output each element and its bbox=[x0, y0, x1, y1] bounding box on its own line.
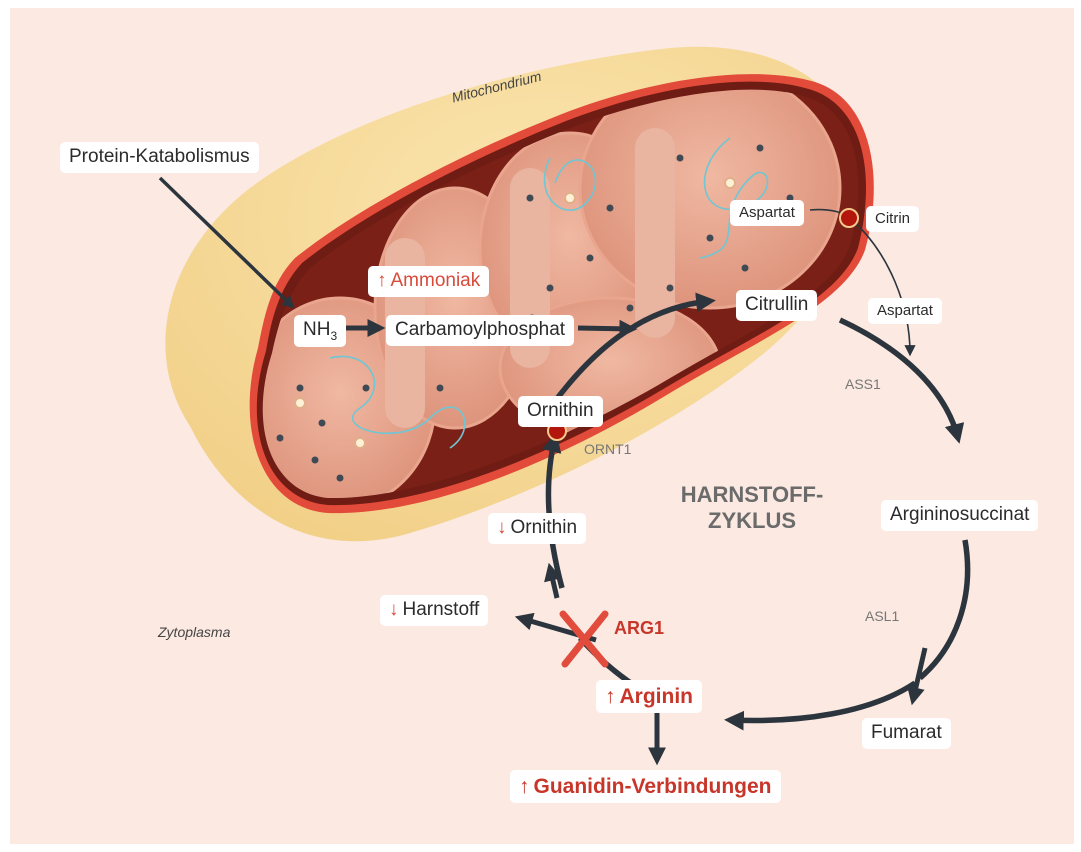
arg1-label: ARG1 bbox=[614, 618, 664, 639]
ammoniak-text: Ammoniak bbox=[391, 270, 481, 291]
carbamoylphosphat-label: Carbamoylphosphat bbox=[386, 315, 574, 346]
up-arrow-icon: ↑ bbox=[377, 269, 387, 294]
argininosuccinat-label: Argininosuccinat bbox=[881, 500, 1038, 531]
nh3-subscript: 3 bbox=[330, 329, 337, 343]
ornithin-cyto-label: ↓Ornithin bbox=[488, 513, 586, 544]
diagram-canvas: Mitochondrium Zytoplasma Protein-Katabol… bbox=[10, 8, 1074, 844]
harnstoff-label: ↓Harnstoff bbox=[380, 595, 488, 626]
guanidin-text: Guanidin-Verbindungen bbox=[534, 775, 772, 798]
aspartat-outer-label: Aspartat bbox=[868, 298, 942, 324]
down-arrow-icon: ↓ bbox=[389, 598, 399, 623]
up-arrow-icon: ↑ bbox=[519, 773, 530, 800]
cycle-title-line1: HARNSTOFF- bbox=[652, 482, 852, 508]
citrin-transporter bbox=[840, 209, 858, 227]
zytoplasma-label: Zytoplasma bbox=[158, 624, 230, 640]
cycle-arc-to-arginin bbox=[730, 683, 915, 721]
harnstoff-text: Harnstoff bbox=[403, 599, 480, 620]
arginin-label: ↑Arginin bbox=[596, 680, 702, 713]
nh3-text: NH bbox=[303, 319, 330, 340]
ornithin-mito-label: Ornithin bbox=[518, 396, 603, 427]
citrullin-label: Citrullin bbox=[736, 290, 817, 321]
arg1-block-cross bbox=[563, 614, 605, 664]
cycle-arc-argininosuccinat-to-asl1 bbox=[920, 540, 968, 678]
nh3-label: NH3 bbox=[294, 315, 346, 347]
ass1-label: ASS1 bbox=[845, 376, 881, 392]
ornithin-cyto-text: Ornithin bbox=[511, 517, 578, 538]
aspartat-inner-label: Aspartat bbox=[730, 200, 804, 226]
asl1-label: ASL1 bbox=[865, 608, 899, 624]
arginin-text: Arginin bbox=[620, 685, 694, 708]
fumarat-label: Fumarat bbox=[862, 718, 951, 749]
down-arrow-icon: ↓ bbox=[497, 516, 507, 541]
guanidin-label: ↑Guanidin-Verbindungen bbox=[510, 770, 781, 803]
up-arrow-icon: ↑ bbox=[605, 683, 616, 710]
cycle-title-line2: ZYKLUS bbox=[652, 508, 852, 534]
ornt1-label: ORNT1 bbox=[584, 441, 631, 457]
citrin-label: Citrin bbox=[866, 206, 919, 232]
protein-katabolismus-label: Protein-Katabolismus bbox=[60, 142, 259, 173]
cycle-title: HARNSTOFF- ZYKLUS bbox=[652, 482, 852, 535]
arrow-carbamoyl-to-cycle bbox=[578, 328, 632, 329]
ammoniak-label: ↑Ammoniak bbox=[368, 266, 489, 297]
